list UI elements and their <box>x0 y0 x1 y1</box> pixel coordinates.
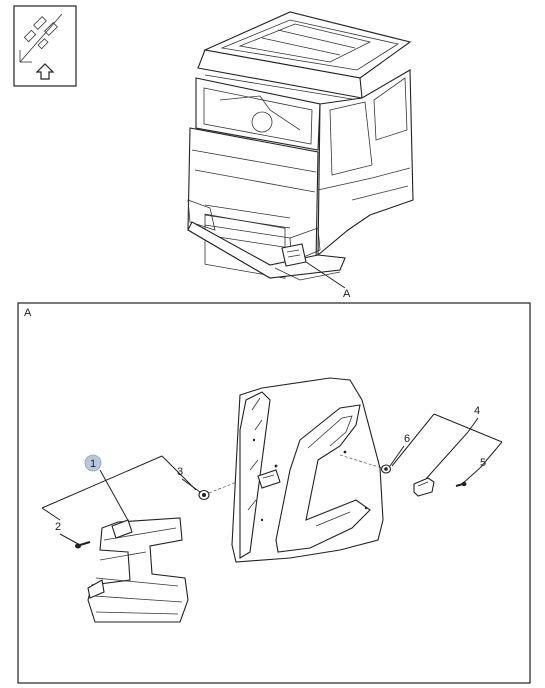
corner-trim-panel <box>231 377 384 563</box>
callout-4-label: 4 <box>474 405 480 417</box>
screw-part-5 <box>455 481 467 487</box>
callout-2-label: 2 <box>55 521 61 533</box>
callout-6-leader <box>389 445 405 467</box>
callout-5-leader <box>461 467 481 485</box>
callout-1-highlight <box>84 454 102 472</box>
detail-frame-label: A <box>24 307 32 319</box>
callout-5-label: 5 <box>480 457 486 469</box>
callout-4-leader <box>391 413 503 481</box>
callout-3-leader <box>181 478 201 493</box>
nut-part-6 <box>339 454 392 474</box>
callout-1-leader <box>41 455 197 525</box>
direction-arrow-up-icon <box>19 13 63 80</box>
callout-2-leader <box>59 533 81 546</box>
callout-1-label: 1 <box>90 458 96 470</box>
overview-callout-a-label: A <box>343 288 351 300</box>
detail-view-frame <box>17 302 531 684</box>
clip-part-4 <box>413 477 435 497</box>
corner-panel-part <box>87 517 189 623</box>
callout-6-label: 6 <box>404 433 410 445</box>
orientation-panel <box>13 5 77 87</box>
callout-3-label: 3 <box>177 466 183 478</box>
screw-part-2 <box>75 541 91 549</box>
truck-cab-illustration <box>187 11 414 289</box>
